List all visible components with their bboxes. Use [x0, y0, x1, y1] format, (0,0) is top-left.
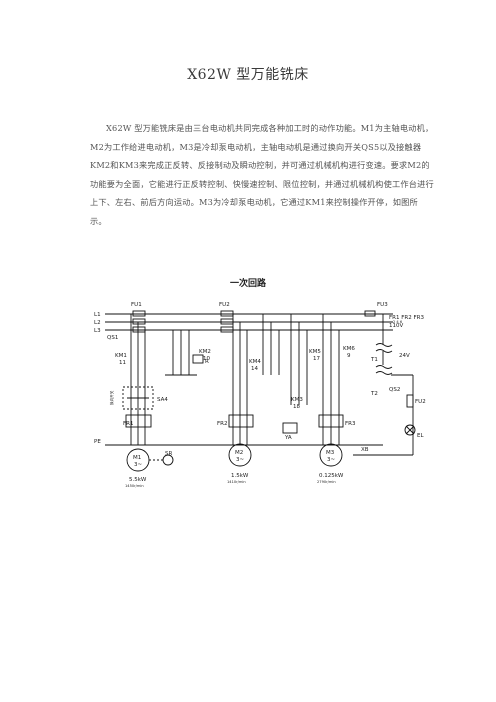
label-fr1: FR1 — [123, 421, 133, 427]
label-km5-num: 17 — [313, 356, 320, 362]
label-km2: KM2 — [199, 349, 211, 355]
document-title: X62W 型万能铣床 — [187, 67, 309, 83]
body-paragraph: X62W 型万能铣床是由三台电动机共同完成各种加工时的动作功能。M1为主轴电动机… — [90, 119, 434, 231]
label-m2-speed: 1410r/min — [227, 480, 246, 484]
label-m3-speed: 2790r/min — [317, 480, 336, 484]
label-fu1: FU1 — [131, 302, 142, 308]
label-km6-num: 9 — [347, 353, 351, 359]
label-110v: 110V — [389, 323, 403, 329]
label-l1: L1 — [94, 312, 101, 318]
label-l2: L2 — [94, 320, 101, 326]
label-m1-speed: 1450r/min — [125, 484, 144, 488]
section-subtitle: 一次回路 — [229, 279, 266, 289]
label-fr2: FR2 — [217, 421, 227, 427]
label-m1-phase: 3~ — [134, 462, 142, 468]
label-fr-row: FR1 FR2 FR3 — [389, 315, 424, 321]
label-km3: KM3 — [291, 397, 303, 403]
label-km4: KM4 — [249, 359, 261, 365]
label-fr3: FR3 — [345, 421, 356, 427]
body-paragraph-text: X62W 型万能铣床是由三台电动机共同完成各种加工时的动作功能。M1为主轴电动机… — [90, 123, 434, 226]
label-km2-num: 10 — [203, 356, 210, 362]
label-km3-num: 18 — [293, 404, 300, 410]
label-km6: KM6 — [343, 346, 355, 352]
label-el: EL — [417, 433, 424, 439]
label-m1: M1 — [133, 455, 141, 461]
label-t1: T1 — [370, 357, 378, 363]
label-m2-power: 1.5kW — [231, 473, 249, 479]
circuit-diagram: L1 L2 L3 FU1 FU2 FU3 QS1 KM1 11 KM2 10 R… — [94, 302, 426, 488]
label-qs2: QS2 — [389, 387, 400, 393]
label-sa4: SA4 — [157, 397, 168, 403]
label-km5: KM5 — [309, 349, 321, 355]
label-side: 换向开关 — [109, 390, 114, 405]
label-fu3: FU3 — [377, 302, 388, 308]
label-m3-power: 0.125kW — [319, 473, 344, 479]
label-m2: M2 — [235, 450, 243, 456]
label-fr-nums: 2 4 6 — [393, 320, 403, 324]
label-qs1: QS1 — [107, 335, 118, 341]
label-xb: XB — [361, 447, 369, 453]
label-pe: PE — [94, 439, 101, 445]
label-km4-num: 14 — [251, 366, 258, 372]
label-km1-num: 11 — [119, 360, 126, 366]
label-r: R — [205, 359, 209, 365]
label-24v: 24V — [399, 353, 410, 359]
label-l3: L3 — [94, 328, 101, 334]
label-fu2: FU2 — [219, 302, 230, 308]
label-km1: KM1 — [115, 353, 127, 359]
label-m2-phase: 3~ — [236, 457, 244, 463]
label-m1-power: 5.5kW — [129, 477, 147, 483]
label-m3: M3 — [326, 450, 335, 456]
label-ya: YA — [284, 435, 292, 441]
label-sr: SR — [165, 451, 172, 457]
label-m3-phase: 3~ — [327, 457, 335, 463]
label-t2: T2 — [370, 391, 378, 397]
label-fu2b: FU2 — [415, 399, 426, 405]
